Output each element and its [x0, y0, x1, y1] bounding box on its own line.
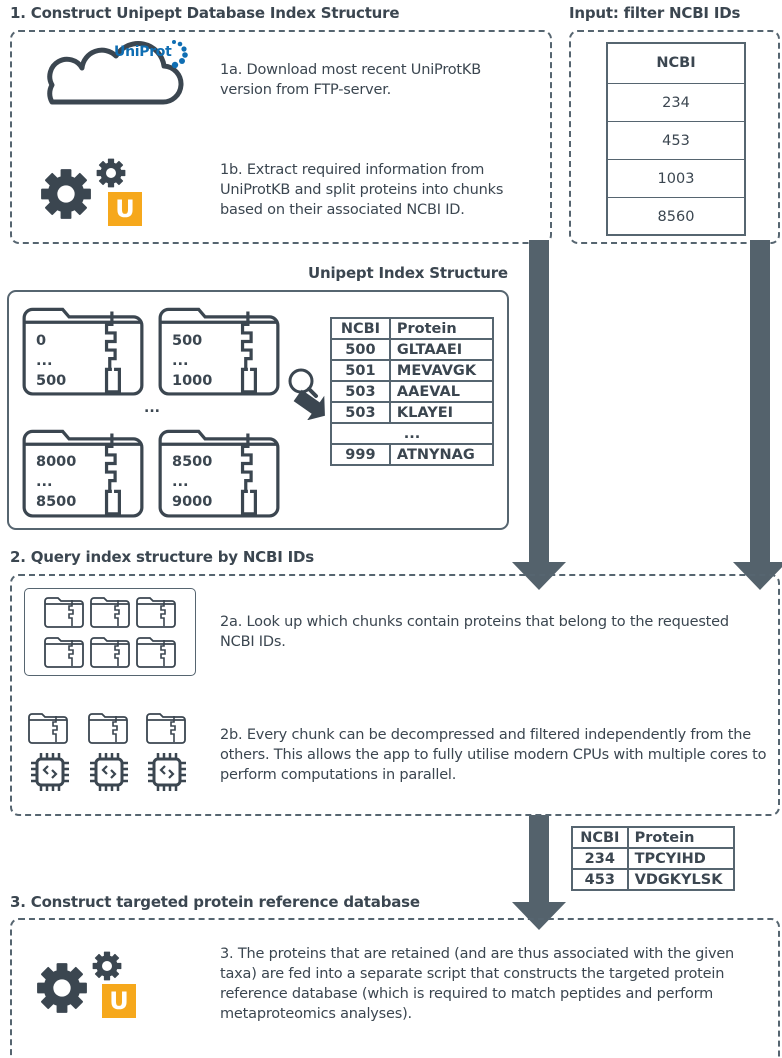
col-header: Protein [388, 317, 495, 340]
folder-icon [88, 710, 128, 744]
section2-title: 2. Query index structure by NCBI IDs [10, 548, 314, 566]
step-3-text: 3. The proteins that are retained (and a… [220, 946, 735, 1022]
chunk-range: 8000...8500 [36, 454, 77, 510]
arrow-down-icon [733, 240, 782, 590]
chunks-ellipsis: ... [144, 400, 160, 416]
table-row: ... [330, 422, 494, 445]
ncbi-id: 453 [608, 121, 744, 159]
uniprot-logo: UniProt [114, 44, 172, 60]
section1-box [10, 30, 552, 244]
small-gear-icon [92, 951, 122, 981]
chunk-overview-box [24, 588, 196, 676]
folder-icon [44, 634, 84, 668]
ncbi-id: 1003 [608, 159, 744, 197]
col-header: NCBI [571, 826, 629, 849]
step-1a-text: 1a. Download most recent UniProtKB versi… [220, 62, 481, 98]
section2-box [10, 574, 780, 816]
input-title: Input: filter NCBI IDs [569, 4, 741, 22]
step-2a-text: 2a. Look up which chunks contain protein… [220, 614, 729, 650]
index-structure-box [7, 290, 509, 530]
cpu-icon [147, 752, 187, 792]
arrow-down-icon [512, 240, 566, 590]
unipept-badge: U [102, 984, 136, 1018]
folder-icon [136, 594, 176, 628]
folder-icon [136, 634, 176, 668]
step-2b-text: 2b. Every chunk can be decompressed and … [220, 727, 767, 783]
folder-icon [146, 710, 186, 744]
unipept-badge: U [108, 192, 142, 226]
step-1b-text: 1b. Extract required information from Un… [220, 162, 504, 218]
chunk-range: 0...500 [36, 333, 67, 389]
chunk-range: 500...1000 [172, 333, 213, 389]
gear-icon [36, 962, 88, 1014]
section3-title: 3. Construct targeted protein reference … [10, 893, 420, 911]
cloud-icon [47, 41, 184, 105]
ncbi-id: 8560 [608, 197, 744, 235]
chunk-range: 8500...9000 [172, 454, 213, 510]
folder-icon [28, 710, 68, 744]
ncbi-input-table: NCBI 234 453 1003 8560 [606, 42, 746, 236]
index-structure-title: Unipept Index Structure [308, 264, 508, 282]
gear-icon [40, 168, 92, 220]
small-gear-icon [96, 158, 126, 188]
col-header: Protein [626, 826, 736, 849]
cpu-icon [30, 752, 70, 792]
input-box [569, 30, 780, 244]
col-header: NCBI [330, 317, 391, 340]
ncbi-id: 234 [608, 83, 744, 121]
folder-icon [90, 594, 130, 628]
uniprot-dots-icon [171, 40, 188, 69]
folder-icon [90, 634, 130, 668]
ncbi-header: NCBI [656, 55, 696, 71]
folder-icon [44, 594, 84, 628]
cpu-icon [89, 752, 129, 792]
section1-title: 1. Construct Unipept Database Index Stru… [10, 4, 400, 22]
arrow-down-icon [512, 815, 566, 930]
section3-box [10, 918, 780, 1058]
magnifier-icon [288, 368, 325, 420]
